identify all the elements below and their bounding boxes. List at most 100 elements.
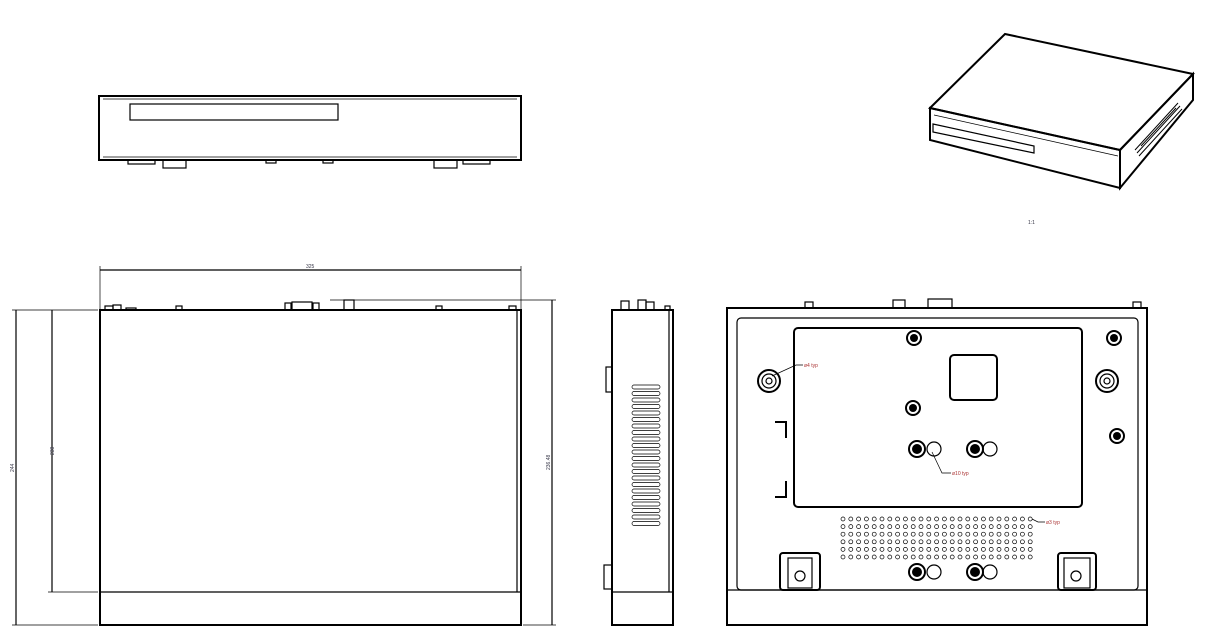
vent-hole	[965, 524, 971, 529]
vent-hole	[949, 554, 955, 560]
vent-hole	[895, 539, 900, 545]
vent-hole	[1004, 516, 1010, 522]
vent-hole	[864, 516, 869, 522]
vent-hole	[926, 547, 932, 552]
vent-hole	[926, 516, 932, 522]
vent-hole	[879, 516, 885, 522]
vent-hole	[1004, 554, 1010, 560]
vent-hole	[942, 547, 947, 552]
vent-slot	[631, 404, 661, 409]
vent-hole	[942, 516, 947, 522]
vent-hole	[1012, 539, 1017, 545]
vent-hole	[957, 554, 963, 560]
vent-hole	[949, 524, 955, 529]
foot-bracket	[779, 552, 821, 591]
vent-hole	[988, 516, 994, 522]
vent-hole	[973, 524, 978, 529]
vent-slot	[631, 397, 661, 403]
vent-hole	[957, 547, 963, 552]
vent-hole	[918, 554, 924, 560]
vent-hole	[1004, 539, 1010, 545]
vent-hole	[864, 554, 869, 560]
vent-hole	[903, 547, 908, 552]
vent-hole	[1027, 531, 1033, 537]
vent-slot	[631, 495, 661, 500]
vent-hole	[864, 531, 869, 537]
vent-hole	[942, 539, 947, 545]
vent-hole	[1012, 547, 1017, 552]
vent-hole	[942, 524, 947, 529]
vent-hole	[903, 524, 908, 529]
vent-hole	[1027, 516, 1033, 522]
vent-hole	[910, 554, 916, 560]
bottom-plate	[793, 327, 1083, 508]
vent-hole	[965, 554, 971, 560]
vent-hole	[879, 554, 885, 560]
vent-slot	[631, 508, 661, 513]
vent-hole	[1012, 516, 1017, 522]
vent-hole	[981, 547, 986, 552]
vent-hole	[957, 531, 963, 537]
vent-hole	[988, 539, 994, 545]
vent-slot	[631, 521, 661, 526]
vent-hole	[887, 531, 893, 537]
vent-hole	[934, 531, 939, 537]
vent-hole	[848, 516, 854, 522]
vent-hole	[926, 524, 932, 529]
vent-slot	[631, 469, 661, 474]
vent-hole	[895, 554, 900, 560]
vent-slot	[631, 410, 661, 416]
vent-hole	[887, 539, 893, 545]
vent-hole	[895, 531, 900, 537]
vent-slot	[631, 423, 661, 429]
vent-hole	[856, 554, 861, 560]
vent-slot	[631, 462, 661, 468]
vent-slot	[631, 475, 661, 481]
vent-slot	[631, 514, 661, 520]
side-vent-slots	[631, 384, 661, 526]
vent-hole	[949, 539, 955, 545]
vent-hole	[1004, 547, 1010, 552]
vent-slot	[631, 384, 661, 390]
vent-hole	[918, 531, 924, 537]
vent-hole	[988, 531, 994, 537]
vent-hole	[840, 524, 846, 529]
vent-hole	[1027, 554, 1033, 560]
depth-overall-dimension: 244	[10, 463, 16, 472]
vent-hole	[871, 547, 877, 552]
vent-hole	[988, 547, 994, 552]
vent-hole	[965, 531, 971, 537]
vent-hole	[848, 554, 854, 560]
vent-hole	[1012, 524, 1017, 529]
vent-slot	[631, 482, 661, 487]
vent-slot	[631, 449, 661, 455]
vent-hole	[840, 547, 846, 552]
vent-hole	[996, 524, 1002, 529]
vent-hole	[871, 516, 877, 522]
vent-hole	[871, 539, 877, 545]
vent-hole	[864, 539, 869, 545]
front-view	[98, 95, 522, 169]
vent-hole	[981, 516, 986, 522]
vent-hole	[1027, 547, 1033, 552]
foot-hole-note: ø4 typ	[804, 363, 818, 369]
vent-hole	[856, 539, 861, 545]
vent-hole	[965, 516, 971, 522]
vent-hole	[895, 524, 900, 529]
vent-hole	[942, 554, 947, 560]
foot-bracket	[1057, 552, 1097, 591]
vent-hole	[848, 539, 854, 545]
vent-hole	[856, 531, 861, 537]
vent-hole-note: ø3 typ	[1046, 520, 1060, 526]
vent-hole	[840, 554, 846, 560]
vent-hole	[965, 547, 971, 552]
bottom-view: ø4 typ ø10 typ ø3 typ	[726, 298, 1148, 626]
vent-hole	[910, 539, 916, 545]
vent-slot	[631, 443, 661, 448]
vent-hole	[918, 547, 924, 552]
vent-slot	[631, 488, 661, 494]
isometric-view: 1:1	[927, 32, 1195, 226]
vent-hole	[988, 554, 994, 560]
vent-hole	[895, 516, 900, 522]
label-area	[949, 354, 998, 401]
